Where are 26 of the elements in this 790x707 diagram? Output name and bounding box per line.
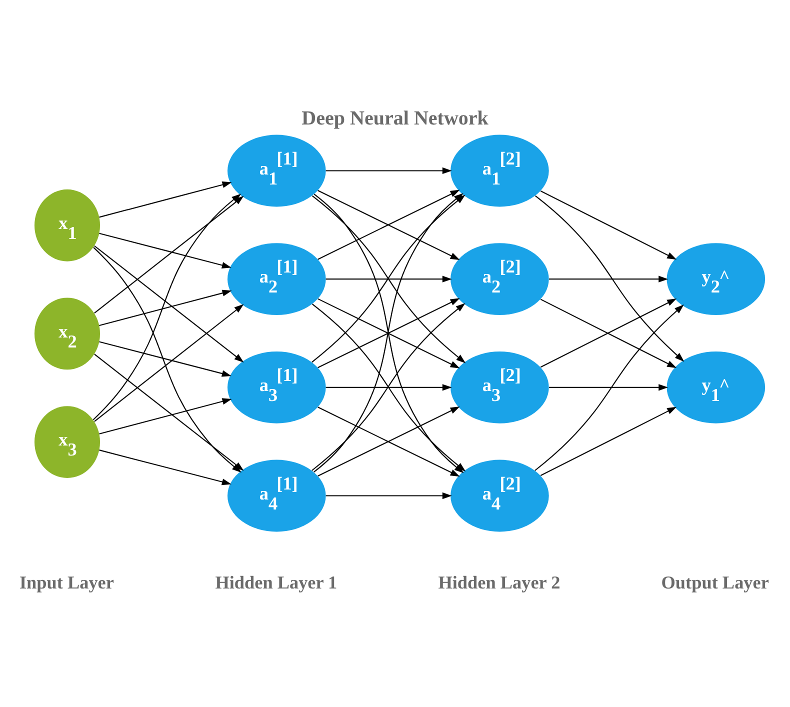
arrow [94,354,244,471]
arrow [326,492,452,500]
arrow [94,245,244,362]
arrow [99,450,232,486]
arrow [99,398,232,434]
arrow [99,290,232,326]
arrow [326,167,452,174]
arrow [535,195,684,362]
label: Hidden Layer 1 [215,572,338,593]
arrow [326,276,452,282]
diagram-title: Deep Neural Network [302,107,488,130]
arrow [99,341,232,377]
arrow [318,298,460,368]
arrow [326,384,452,391]
label: Output Layer [661,572,769,593]
arrow [540,406,677,476]
arrow [94,304,244,422]
label: Input Layer [19,572,114,593]
arrow [92,194,242,420]
label: Hidden Layer 2 [438,572,560,593]
arrow [548,276,668,282]
arrow [534,304,684,471]
arrow [548,384,668,391]
arrow [540,190,677,260]
arrow [99,182,232,218]
arrow [99,232,232,268]
